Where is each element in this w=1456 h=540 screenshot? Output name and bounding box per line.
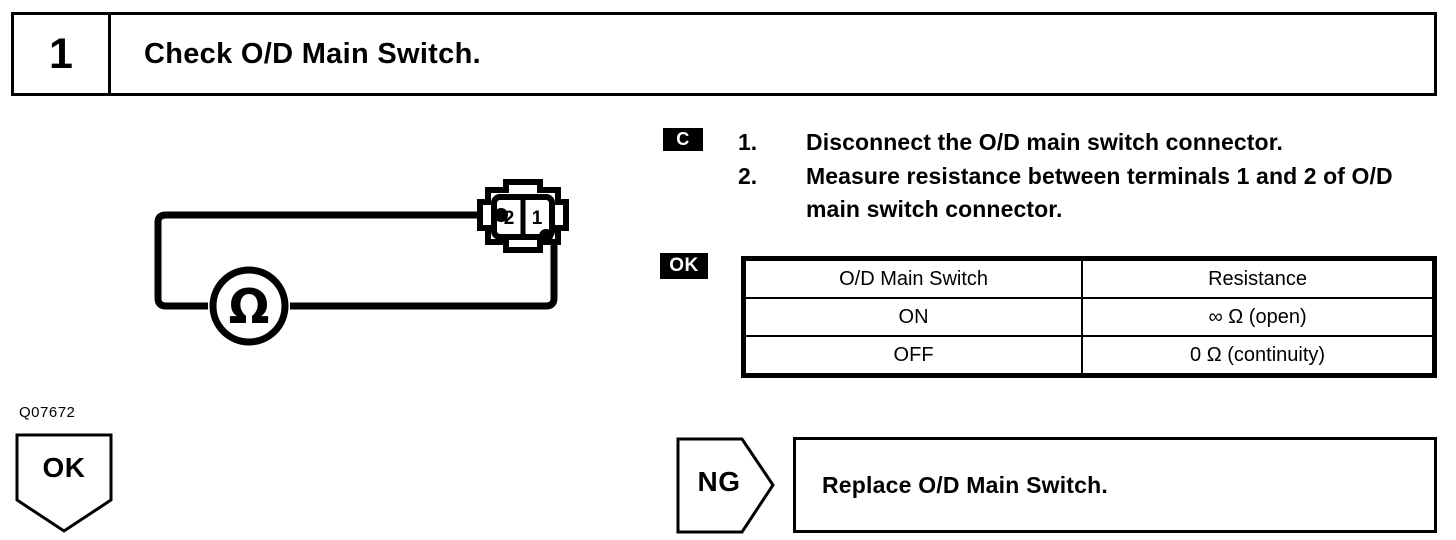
right-arrow-shape: [676, 437, 775, 534]
table-header-cell: Resistance: [1081, 259, 1434, 299]
step-header: 1 Check O/D Main Switch.: [11, 12, 1437, 96]
table-row: ON ∞ Ω (open): [743, 297, 1434, 337]
ng-action-text: Replace O/D Main Switch.: [822, 471, 1108, 498]
specification-table: O/D Main Switch Resistance ON ∞ Ω (open)…: [741, 256, 1437, 378]
terminal-label-2: 2: [504, 208, 515, 229]
ng-action-box: Replace O/D Main Switch.: [793, 437, 1437, 533]
instruction-item: 1. Disconnect the O/D main switch connec…: [738, 126, 1450, 159]
ng-branch-arrow: NG: [676, 437, 776, 534]
step-number-cell: 1: [14, 15, 111, 93]
instruction-text: Measure resistance between terminals 1 a…: [806, 163, 1393, 222]
ok-branch-label: OK: [42, 452, 86, 483]
down-arrow-shape: [15, 433, 113, 533]
inspection-badge-c: C: [663, 128, 703, 151]
instruction-item: 2. Measure resistance between terminals …: [738, 160, 1450, 226]
step-title-cell: Check O/D Main Switch.: [111, 15, 1434, 93]
ok-badge: OK: [660, 253, 708, 279]
terminal-2-contact: [494, 208, 508, 222]
table-cell-switch-state: OFF: [743, 335, 1084, 375]
table-header-cell: O/D Main Switch: [743, 259, 1084, 299]
table-header-row: O/D Main Switch Resistance: [743, 259, 1434, 299]
terminal-label-1: 1: [532, 208, 543, 229]
table-cell-switch-state: ON: [743, 297, 1084, 337]
instruction-list: 1. Disconnect the O/D main switch connec…: [738, 126, 1450, 227]
figure-code: Q07672: [19, 404, 76, 421]
table-row: OFF 0 Ω (continuity): [743, 335, 1434, 375]
step-title: Check O/D Main Switch.: [144, 37, 481, 70]
ok-branch-arrow: OK: [14, 432, 114, 534]
ohmmeter-symbol: Ω: [229, 279, 270, 335]
circuit-diagram: Ω 2 1: [120, 170, 610, 365]
step-number: 1: [49, 29, 73, 78]
table-cell-resistance: 0 Ω (continuity): [1081, 335, 1434, 375]
ng-branch-label: NG: [697, 466, 741, 497]
instruction-number: 2.: [738, 163, 758, 189]
instruction-number: 1.: [738, 129, 758, 155]
table-cell-resistance: ∞ Ω (open): [1081, 297, 1434, 337]
instruction-text: Disconnect the O/D main switch connector…: [806, 129, 1283, 155]
